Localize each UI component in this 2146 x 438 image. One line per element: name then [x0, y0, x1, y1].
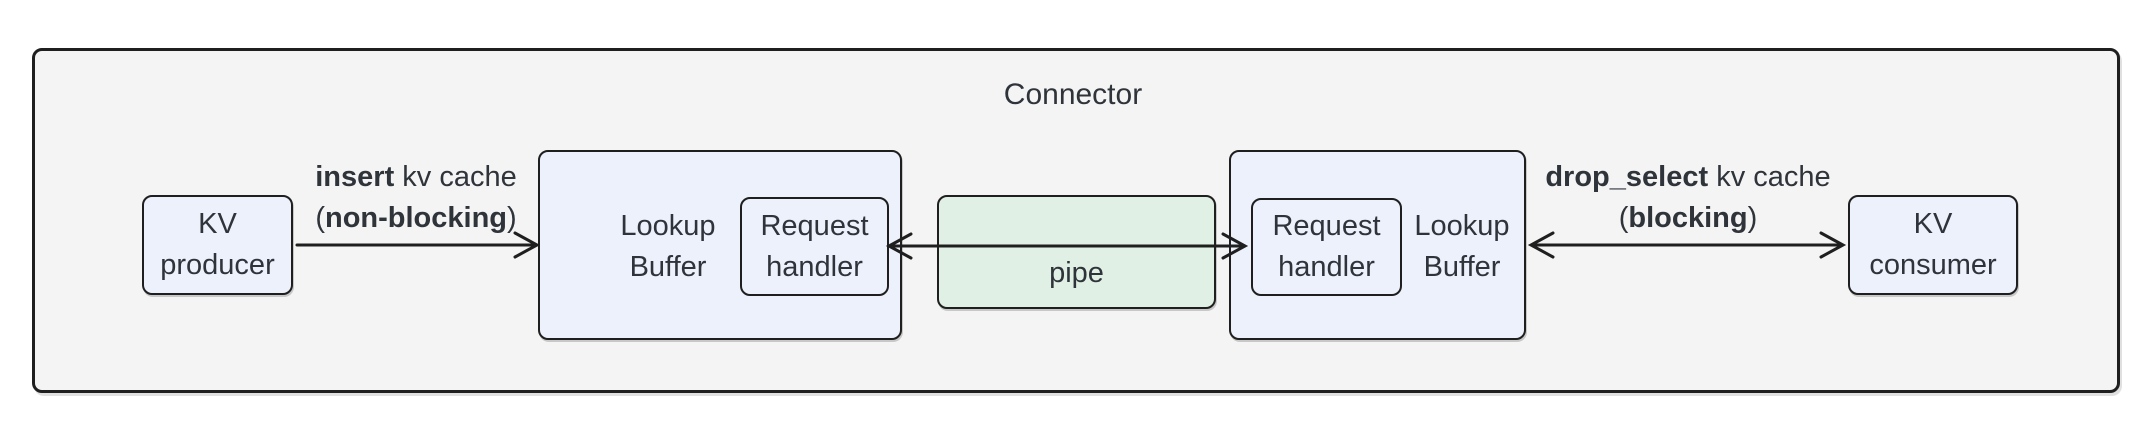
lookup-buffer-left-line1: Lookup	[620, 210, 716, 242]
request-handler-left-line2: handler	[766, 250, 863, 283]
kv-producer-label-line1: KV	[198, 208, 237, 240]
kv-producer-label-line2: producer	[160, 249, 275, 281]
insert-suffix-text: kv cache	[394, 161, 517, 193]
insert-paren-close: )	[507, 202, 517, 234]
drop-select-edge-label-line1: drop_select kv cache	[1523, 157, 1853, 198]
drop-select-suffix-text: kv cache	[1708, 161, 1831, 193]
request-handler-right-line1: Request	[1272, 210, 1381, 242]
insert-paren-open: (	[315, 202, 325, 234]
insert-mode-text: non-blocking	[324, 202, 508, 234]
drop-select-mode-text: blocking	[1628, 202, 1748, 234]
drop-select-edge-label-line2: (blocking)	[1523, 198, 1853, 239]
kv-consumer-node: KV consumer	[1848, 195, 2018, 295]
kv-consumer-label-line2: consumer	[1869, 249, 1997, 281]
lookup-buffer-right-line1: Lookup	[1414, 210, 1510, 242]
drop-select-method-text: drop_select	[1545, 161, 1709, 193]
connector-title: Connector	[1003, 78, 1143, 111]
pipe-node: pipe	[937, 195, 1216, 309]
lookup-buffer-left-line2: Buffer	[629, 251, 707, 283]
lookup-buffer-right-line2: Buffer	[1423, 251, 1501, 283]
insert-edge-label-line1: insert kv cache	[281, 157, 551, 198]
drop-select-paren-open: (	[1618, 202, 1629, 234]
drop-select-paren-close: )	[1747, 202, 1758, 234]
insert-edge-label-line2: (non-blocking)	[281, 198, 551, 239]
request-handler-right-node: Request handler	[1251, 198, 1402, 296]
request-handler-left-line1: Request	[760, 209, 869, 242]
insert-method-text: insert	[315, 161, 395, 193]
request-handler-left-node: Request handler	[740, 197, 889, 296]
insert-edge-label: insert kv cache (non-blocking)	[281, 157, 551, 239]
drop-select-edge-label: drop_select kv cache (blocking)	[1523, 157, 1853, 239]
pipe-label: pipe	[1049, 257, 1104, 289]
request-handler-right-line2: handler	[1278, 251, 1375, 283]
kv-consumer-label-line1: KV	[1913, 208, 1953, 240]
kv-producer-node: KV producer	[142, 195, 293, 295]
